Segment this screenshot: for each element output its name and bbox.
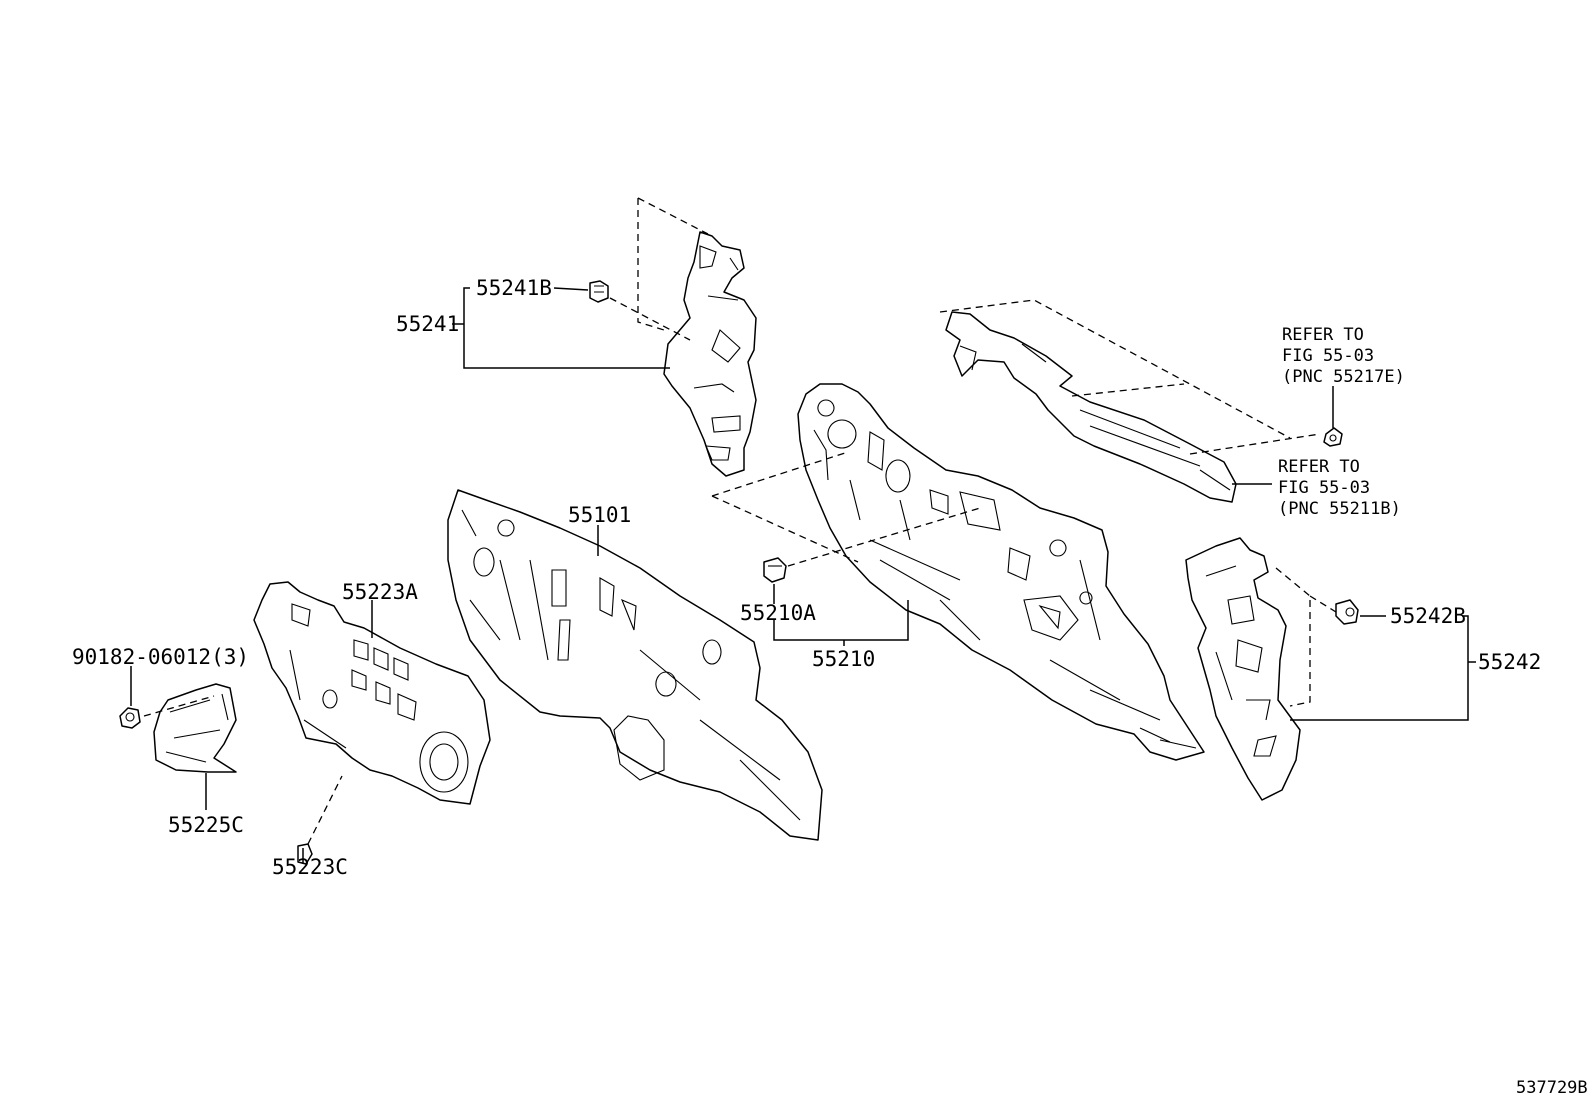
figure-id: 537729B xyxy=(1516,1078,1588,1098)
label-55210: 55210 xyxy=(812,647,875,671)
reference-note-55217E: REFER TO FIG 55-03 (PNC 55217E) xyxy=(1282,325,1405,387)
part-55241B-clip xyxy=(589,280,609,303)
ref-55217E-line2: FIG 55-03 xyxy=(1282,346,1374,366)
ref-55217E-line1: REFER TO xyxy=(1282,325,1364,345)
ref-55211B-line3: (PNC 55211B) xyxy=(1278,499,1401,519)
part-55242 xyxy=(1185,537,1301,801)
label-55241B: 55241B xyxy=(476,276,552,300)
reference-note-55211B: REFER TO FIG 55-03 (PNC 55211B) xyxy=(1278,457,1401,519)
part-55210A-clip xyxy=(763,557,787,583)
part-55210 xyxy=(797,383,1205,761)
part-cowl-upper xyxy=(945,311,1237,503)
part-55217E-clip xyxy=(1323,427,1343,447)
label-55210A: 55210A xyxy=(740,601,816,625)
part-55101 xyxy=(447,489,823,841)
ref-55211B-line1: REFER TO xyxy=(1278,457,1360,477)
label-55223C: 55223C xyxy=(272,855,348,879)
label-90182-06012: 90182-06012(3) xyxy=(72,645,249,669)
part-55223A xyxy=(253,581,491,805)
leader-lines xyxy=(130,287,1476,864)
label-55101: 55101 xyxy=(568,503,631,527)
label-55223A: 55223A xyxy=(342,580,418,604)
part-55225C xyxy=(153,683,237,773)
label-55225C: 55225C xyxy=(168,813,244,837)
part-55242B-clip xyxy=(1335,599,1359,625)
part-90182-nut xyxy=(119,707,141,729)
label-55241: 55241 xyxy=(396,312,459,336)
ref-55217E-line3: (PNC 55217E) xyxy=(1282,367,1405,387)
part-55241 xyxy=(663,231,757,477)
label-55242B: 55242B xyxy=(1390,604,1466,628)
part-labels: 55241B 55241 55101 55223A 90182-06012(3)… xyxy=(72,276,1588,1098)
ref-55211B-line2: FIG 55-03 xyxy=(1278,478,1370,498)
dashed-guides xyxy=(143,197,1337,845)
label-55242: 55242 xyxy=(1478,650,1541,674)
part-55223C-clip xyxy=(297,843,313,865)
